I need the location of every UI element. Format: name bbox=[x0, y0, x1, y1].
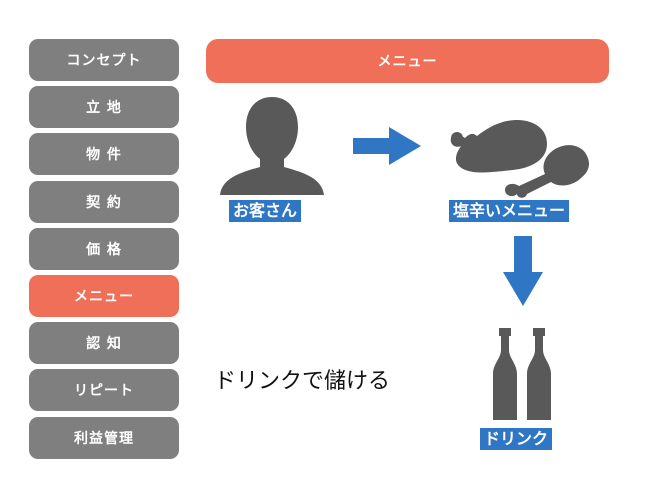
sidebar-item-menu[interactable]: メニュー bbox=[29, 274, 179, 317]
person-silhouette-icon bbox=[220, 97, 324, 195]
drink-label: ドリンク bbox=[480, 428, 553, 450]
sidebar-item-contract[interactable]: 契 約 bbox=[29, 180, 179, 223]
beer-bottles-icon bbox=[493, 328, 551, 420]
page-title: メニュー bbox=[206, 39, 609, 83]
sidebar-item-location[interactable]: 立 地 bbox=[29, 86, 179, 129]
sidebar-item-property[interactable]: 物 件 bbox=[29, 133, 179, 176]
sidebar-item-repeat[interactable]: リピート bbox=[29, 369, 179, 412]
sidebar-nav: コンセプト 立 地 物 件 契 約 価 格 メニュー 認 知 リピート 利益管理 bbox=[29, 39, 179, 464]
sidebar-item-profit-management[interactable]: 利益管理 bbox=[29, 416, 179, 459]
customer-label: お客さん bbox=[229, 200, 302, 222]
arrow-right-icon bbox=[353, 127, 421, 165]
sidebar-item-awareness[interactable]: 認 知 bbox=[29, 322, 179, 365]
profit-statement: ドリンクで儲ける bbox=[214, 369, 391, 394]
sidebar-item-price[interactable]: 価 格 bbox=[29, 227, 179, 270]
roast-chicken-icon bbox=[450, 120, 589, 198]
arrow-down-icon bbox=[503, 236, 543, 306]
salty-menu-label: 塩辛いメニュー bbox=[449, 200, 570, 222]
sidebar-item-concept[interactable]: コンセプト bbox=[29, 39, 179, 81]
